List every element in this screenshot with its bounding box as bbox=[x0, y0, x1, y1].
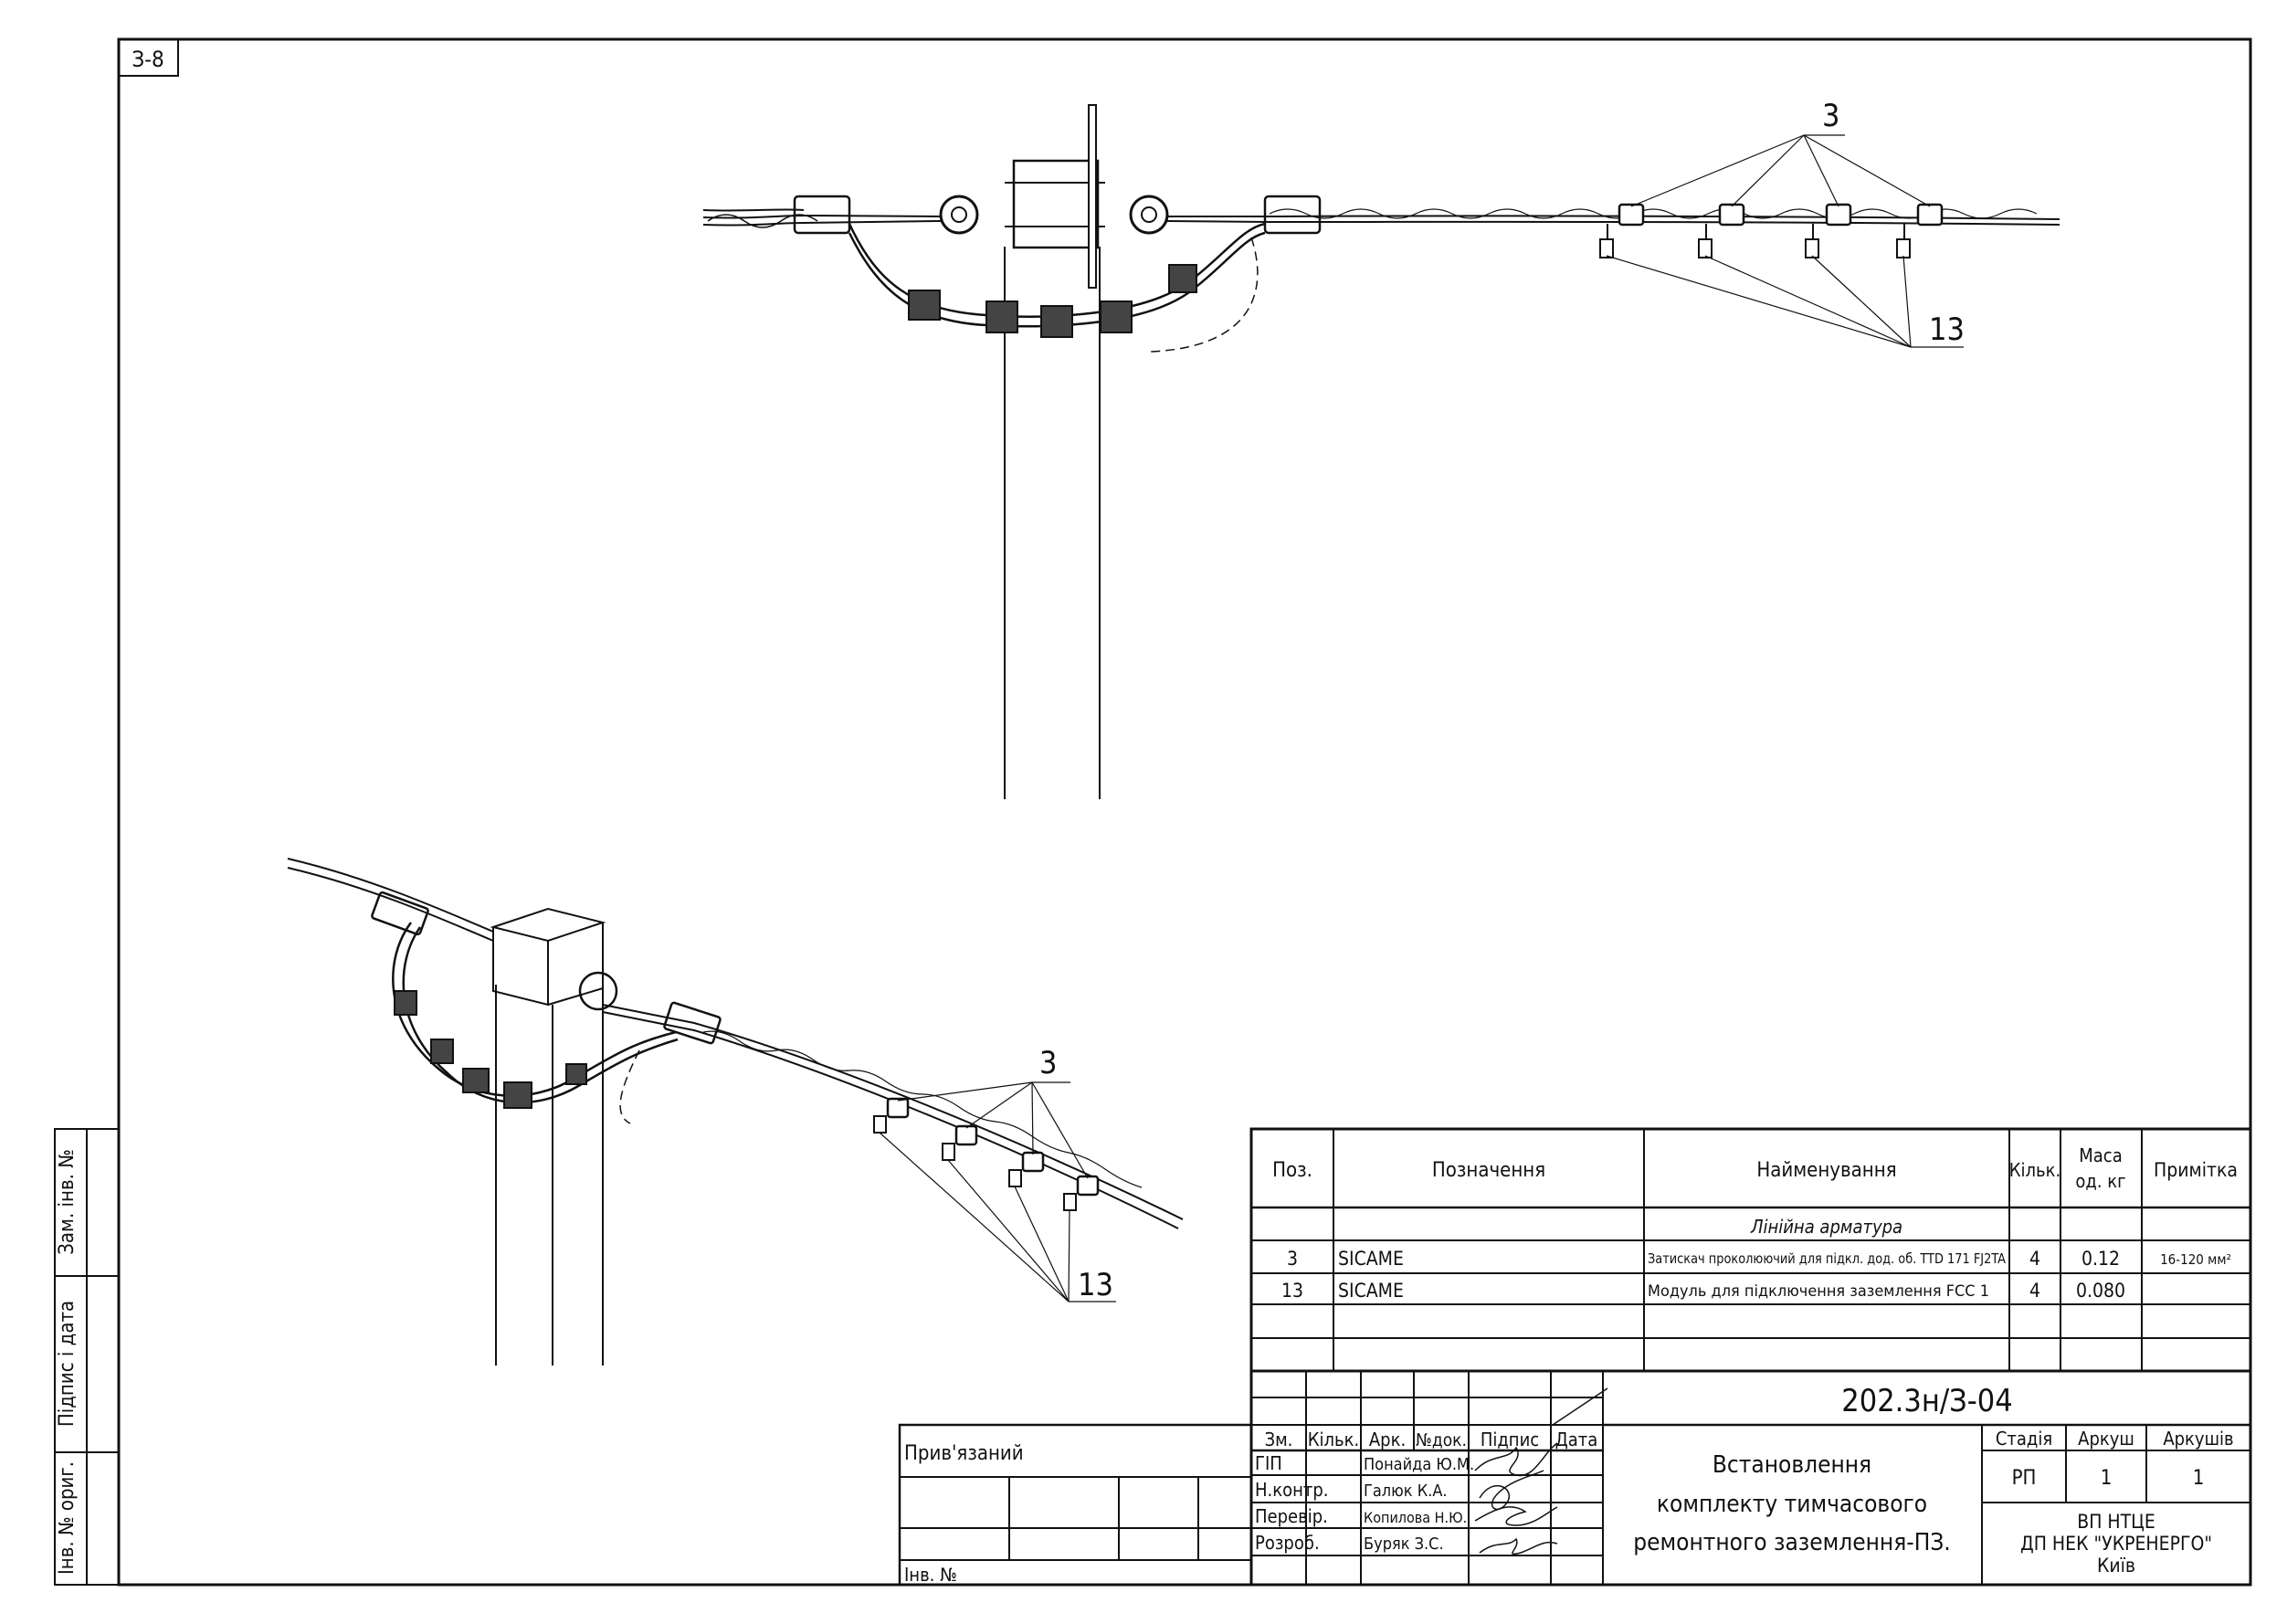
side-sign-date: Підпис і дата bbox=[56, 1301, 79, 1427]
doc-title-3: ремонтного заземлення-ПЗ. bbox=[1633, 1529, 1950, 1556]
sheet-header: Аркуш bbox=[2078, 1428, 2134, 1450]
attach-inv-label: Інв. № bbox=[904, 1564, 957, 1586]
role-gip: ГІП bbox=[1255, 1452, 1282, 1474]
spec-row-1-pos: 3 bbox=[1287, 1248, 1298, 1270]
sheets-value: 1 bbox=[2193, 1467, 2205, 1490]
bottom-leader-13 bbox=[879, 1132, 1116, 1302]
doc-title-2: комплекту тимчасового bbox=[1657, 1491, 1927, 1518]
sheet-code-box bbox=[118, 38, 179, 77]
person-perevir: Копилова Н.Ю. bbox=[1364, 1509, 1467, 1526]
sheets-header: Аркушів bbox=[2163, 1428, 2233, 1450]
org-line-3: Київ bbox=[2097, 1555, 2135, 1577]
bottom-callout-13: 13 bbox=[1078, 1267, 1113, 1303]
spec-row-1-name: Затискач проколюючий для підкл. дод. об.… bbox=[1648, 1250, 2007, 1267]
top-callout-13: 13 bbox=[1929, 311, 1965, 348]
rev-header-sheet: Арк. bbox=[1369, 1429, 1406, 1450]
doc-title-1: Встановлення bbox=[1713, 1451, 1871, 1479]
sheet-code: З-8 bbox=[132, 47, 163, 72]
top-piercing-clamps bbox=[1599, 203, 1944, 258]
rev-header-qty: Кільк. bbox=[1308, 1429, 1359, 1450]
spec-header-designation: Позначення bbox=[1432, 1159, 1545, 1182]
rev-header-date: Дата bbox=[1555, 1429, 1598, 1450]
bottom-piercing-clamps bbox=[873, 1097, 1100, 1211]
top-pole-assembly: 3 13 bbox=[702, 98, 2060, 799]
person-ncontr: Галюк К.А. bbox=[1364, 1482, 1448, 1501]
spec-section-title: Лінійна арматура bbox=[1750, 1216, 1902, 1238]
stage-value: РП bbox=[2012, 1467, 2037, 1490]
stage-header: Стадія bbox=[1996, 1428, 2052, 1450]
org-line-2: ДП НЕК "УКРЕНЕРГО" bbox=[2020, 1533, 2212, 1555]
org-line-1: ВП НТЦЕ bbox=[2077, 1511, 2155, 1533]
sheet-value: 1 bbox=[2101, 1467, 2113, 1490]
doc-code: 202.3н/З-04 bbox=[1841, 1383, 2012, 1419]
spec-row-2-mass: 0.080 bbox=[2076, 1280, 2125, 1302]
rev-header-zm: Зм. bbox=[1265, 1429, 1293, 1450]
rev-header-doc: №док. bbox=[1416, 1430, 1467, 1450]
spec-row-1-designation: SICAME bbox=[1338, 1248, 1404, 1270]
person-rozrob: Буряк З.С. bbox=[1364, 1534, 1444, 1554]
bottom-pole-assembly: 3 13 bbox=[287, 858, 1184, 1366]
side-inv-orig: Інв. № ориг. bbox=[56, 1461, 79, 1575]
bottom-leader-3 bbox=[897, 1081, 1089, 1179]
top-callout-3: 3 bbox=[1822, 98, 1839, 134]
top-leader-13 bbox=[1606, 255, 1964, 348]
spec-header-mass-1: Маса bbox=[2079, 1144, 2122, 1166]
spec-header-mass-2: од. кг bbox=[2075, 1170, 2125, 1192]
spec-row-2-name: Модуль для підключення заземлення FCC 1 bbox=[1648, 1282, 1989, 1301]
signatures bbox=[1474, 1387, 1608, 1555]
spec-header-note: Примітка bbox=[2154, 1159, 2238, 1181]
role-perevir: Перевір. bbox=[1255, 1505, 1328, 1527]
spec-row-1-qty: 4 bbox=[2029, 1248, 2040, 1270]
spec-header-pos: Поз. bbox=[1272, 1159, 1312, 1182]
spec-header-qty: Кільк. bbox=[2009, 1159, 2060, 1181]
bottom-callout-3: 3 bbox=[1039, 1045, 1057, 1081]
attach-label: Прив'язаний bbox=[904, 1442, 1024, 1465]
spec-row-2-pos: 13 bbox=[1281, 1280, 1303, 1302]
spec-row-2-designation: SICAME bbox=[1338, 1280, 1404, 1302]
role-rozrob: Розроб. bbox=[1255, 1532, 1320, 1554]
person-gip: Понайда Ю.М. bbox=[1364, 1455, 1474, 1474]
rev-header-sign: Підпис bbox=[1481, 1429, 1539, 1450]
spec-row-1-mass: 0.12 bbox=[2081, 1248, 2120, 1270]
spec-header-name: Найменування bbox=[1756, 1159, 1896, 1182]
title-block bbox=[1249, 1369, 2252, 1587]
spec-row-2-qty: 4 bbox=[2029, 1280, 2040, 1302]
spec-row-1-note: 16-120 мм² bbox=[2160, 1251, 2231, 1268]
side-stamp: Зам. інв. № Підпис і дата Інв. № ориг. bbox=[54, 1128, 120, 1586]
top-leader-3 bbox=[1630, 134, 1931, 207]
role-ncontr: Н.контр. bbox=[1255, 1479, 1329, 1501]
attach-block bbox=[898, 1423, 1253, 1587]
side-zam-inv: Зам. інв. № bbox=[56, 1149, 79, 1255]
